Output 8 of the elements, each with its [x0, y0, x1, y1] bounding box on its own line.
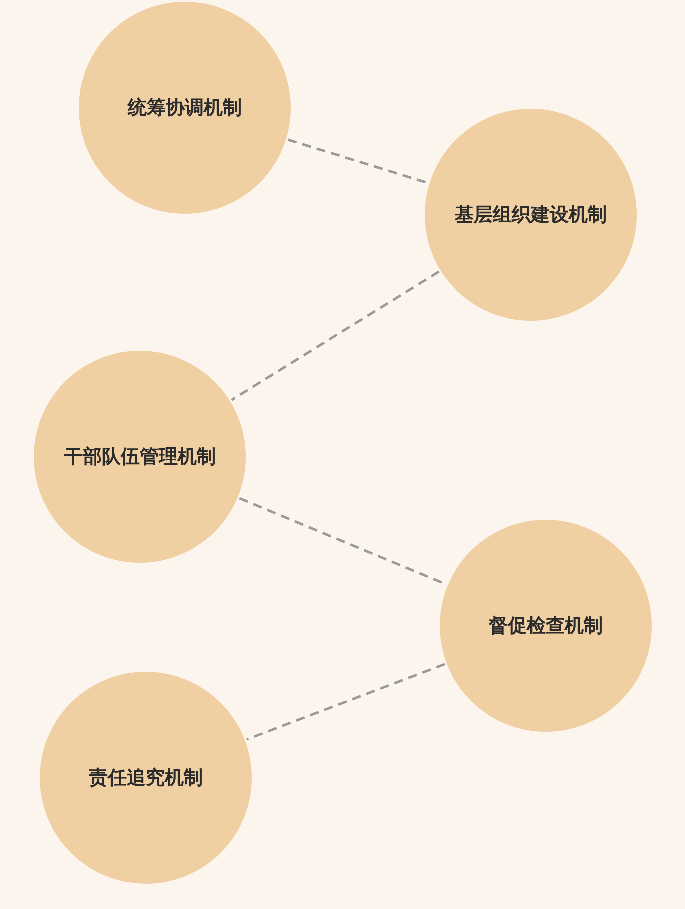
- connector-line: [288, 138, 428, 184]
- circle-node: 督促检查机制: [440, 520, 652, 732]
- circle-node: 基层组织建设机制: [425, 109, 637, 321]
- connector-line: [246, 663, 446, 741]
- circle-node: 干部队伍管理机制: [34, 351, 246, 563]
- circle-node: 责任追究机制: [40, 672, 252, 884]
- circle-node: 统筹协调机制: [79, 2, 291, 214]
- connector-line: [231, 270, 440, 402]
